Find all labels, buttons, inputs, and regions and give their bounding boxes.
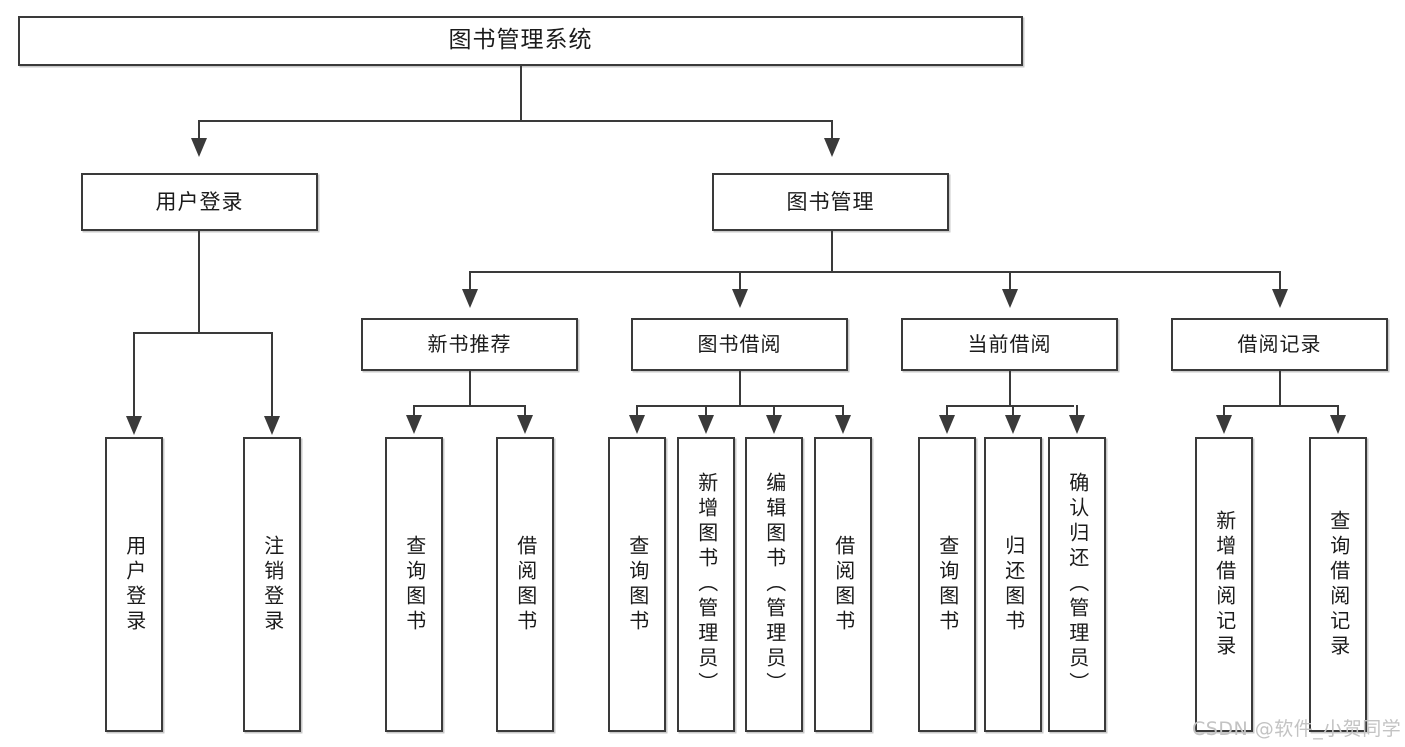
edge-current-borrow-drop-1: [946, 405, 948, 417]
node-leaf-add-record[interactable]: 新增借阅记录: [1195, 437, 1253, 732]
arrow-book-manage-to-borrow-record: [1272, 289, 1288, 308]
node-user-login-label: 用户登录: [155, 189, 244, 214]
node-book-borrow[interactable]: 图书借阅: [631, 318, 848, 371]
edge-new-book-drop-2: [524, 405, 526, 417]
edge-root-bus: [198, 120, 833, 122]
edge-borrow-record-drop-1: [1223, 405, 1225, 417]
arrow-root-to-user-login: [191, 138, 207, 157]
arrow-book-borrow-leaf-3: [766, 415, 782, 434]
node-root-system[interactable]: 图书管理系统: [18, 16, 1023, 66]
node-leaf-edit-book[interactable]: 编辑图书（管理员）: [745, 437, 803, 732]
node-leaf-confirm-return[interactable]: 确认归还（管理员）: [1048, 437, 1106, 732]
edge-book-manage-drop-3: [1009, 271, 1011, 291]
arrow-borrow-record-leaf-1: [1216, 415, 1232, 434]
node-user-login[interactable]: 用户登录: [81, 173, 318, 231]
node-new-book-recommend-label: 新书推荐: [427, 331, 512, 356]
edge-root-stem: [520, 66, 522, 121]
node-leaf-borrow-book-2-label: 借阅图书: [831, 534, 856, 635]
node-leaf-query-book-3[interactable]: 查询图书: [918, 437, 976, 732]
node-current-borrow[interactable]: 当前借阅: [901, 318, 1118, 371]
edge-book-borrow-drop-4: [842, 405, 844, 417]
node-leaf-user-login[interactable]: 用户登录: [105, 437, 163, 732]
edge-new-book-drop-1: [413, 405, 415, 417]
arrow-current-borrow-leaf-1: [939, 415, 955, 434]
edge-root-to-user-login: [198, 120, 200, 140]
node-current-borrow-label: 当前借阅: [967, 331, 1052, 356]
edge-user-login-drop-1: [133, 332, 135, 418]
edge-root-to-book-manage: [831, 120, 833, 140]
node-leaf-add-book[interactable]: 新增图书（管理员）: [677, 437, 735, 732]
node-leaf-query-book-2[interactable]: 查询图书: [608, 437, 666, 732]
node-leaf-borrow-book-2[interactable]: 借阅图书: [814, 437, 872, 732]
edge-book-manage-bus: [469, 271, 1280, 273]
edge-book-manage-drop-2: [739, 271, 741, 291]
edge-book-borrow-bus: [636, 405, 844, 407]
node-borrow-record[interactable]: 借阅记录: [1171, 318, 1388, 371]
edge-book-borrow-stem: [739, 371, 741, 407]
node-leaf-query-book-2-label: 查询图书: [625, 534, 650, 635]
node-leaf-query-book-1-label: 查询图书: [402, 534, 427, 635]
arrow-book-manage-to-book-borrow: [732, 289, 748, 308]
edge-book-borrow-drop-1: [636, 405, 638, 417]
csdn-watermark: CSDN @软件_小贺同学: [1192, 718, 1402, 740]
edge-book-borrow-drop-3: [773, 405, 775, 417]
node-leaf-user-login-label: 用户登录: [122, 534, 147, 635]
node-book-manage[interactable]: 图书管理: [712, 173, 949, 231]
arrow-borrow-record-leaf-2: [1330, 415, 1346, 434]
edge-user-login-drop-2: [271, 332, 273, 418]
edge-current-borrow-stem: [1009, 371, 1011, 407]
edge-book-manage-drop-4: [1279, 271, 1281, 291]
arrow-user-login-leaf-2: [264, 416, 280, 435]
node-root-system-label: 图书管理系统: [448, 27, 593, 54]
edge-current-borrow-drop-3: [1076, 405, 1078, 417]
arrow-current-borrow-leaf-2: [1005, 415, 1021, 434]
node-leaf-user-logout-label: 注销登录: [260, 534, 285, 635]
arrow-current-borrow-leaf-3: [1069, 415, 1085, 434]
node-leaf-edit-book-label: 编辑图书（管理员）: [762, 472, 787, 697]
arrow-book-borrow-leaf-1: [629, 415, 645, 434]
node-leaf-confirm-return-label: 确认归还（管理员）: [1065, 472, 1090, 697]
node-leaf-return-book-label: 归还图书: [1001, 534, 1026, 635]
edge-borrow-record-bus: [1223, 405, 1339, 407]
node-leaf-query-book-3-label: 查询图书: [935, 534, 960, 635]
edge-new-book-stem: [469, 371, 471, 407]
node-book-borrow-label: 图书借阅: [697, 331, 782, 356]
edge-book-borrow-drop-2: [705, 405, 707, 417]
node-leaf-query-record-label: 查询借阅记录: [1326, 509, 1351, 660]
node-leaf-add-record-label: 新增借阅记录: [1212, 509, 1237, 660]
arrow-book-manage-to-new-book: [462, 289, 478, 308]
arrow-new-book-leaf-2: [517, 415, 533, 434]
node-leaf-return-book[interactable]: 归还图书: [984, 437, 1042, 732]
edge-current-borrow-drop-2: [1012, 405, 1014, 417]
arrow-user-login-leaf-1: [126, 416, 142, 435]
node-borrow-record-label: 借阅记录: [1237, 331, 1322, 356]
edge-new-book-bus: [413, 405, 526, 407]
node-leaf-borrow-book-1-label: 借阅图书: [513, 534, 538, 635]
node-new-book-recommend[interactable]: 新书推荐: [361, 318, 578, 371]
node-leaf-add-book-label: 新增图书（管理员）: [694, 472, 719, 697]
edge-borrow-record-stem: [1279, 371, 1281, 407]
node-leaf-user-logout[interactable]: 注销登录: [243, 437, 301, 732]
arrow-book-borrow-leaf-4: [835, 415, 851, 434]
arrow-book-manage-to-current-borrow: [1002, 289, 1018, 308]
edge-user-login-stem: [198, 231, 200, 333]
node-leaf-query-record[interactable]: 查询借阅记录: [1309, 437, 1367, 732]
edge-borrow-record-drop-2: [1337, 405, 1339, 417]
edge-user-login-bus: [133, 332, 272, 334]
edge-book-manage-stem: [831, 231, 833, 273]
node-book-manage-label: 图书管理: [786, 189, 875, 214]
node-leaf-borrow-book-1[interactable]: 借阅图书: [496, 437, 554, 732]
edge-current-borrow-bus: [946, 405, 1074, 407]
node-leaf-query-book-1[interactable]: 查询图书: [385, 437, 443, 732]
arrow-root-to-book-manage: [824, 138, 840, 157]
edge-book-manage-drop-1: [469, 271, 471, 291]
arrow-book-borrow-leaf-2: [698, 415, 714, 434]
arrow-new-book-leaf-1: [406, 415, 422, 434]
